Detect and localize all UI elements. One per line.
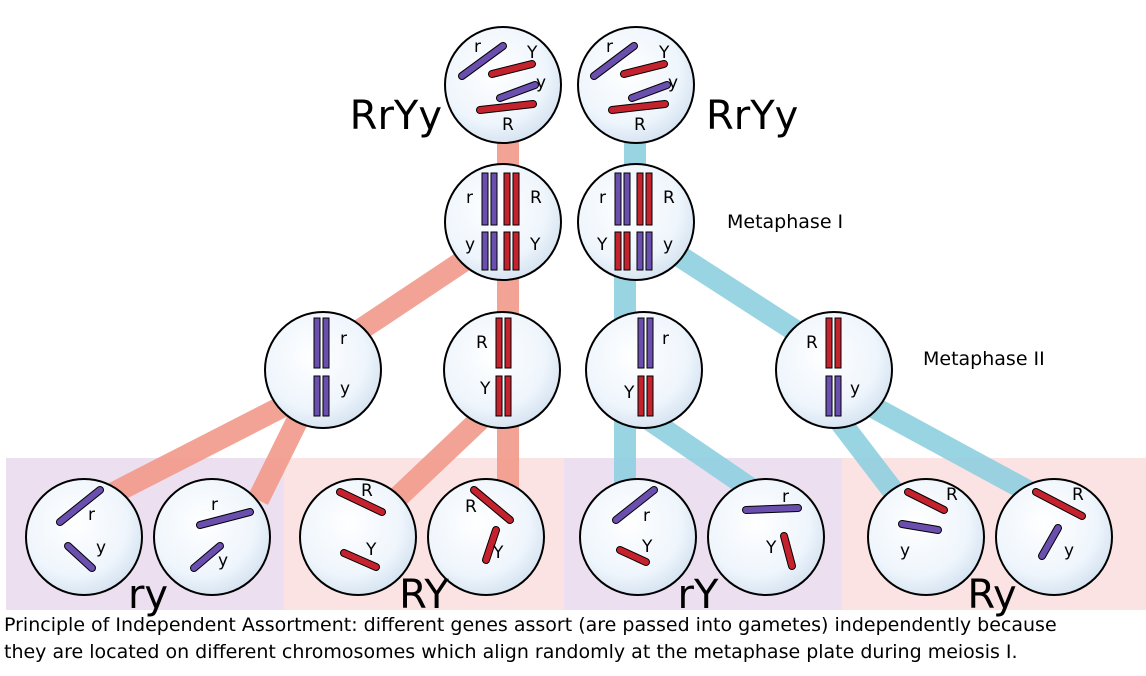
gamete-2-chromosomes xyxy=(190,508,254,572)
m2-rY-chromosomes xyxy=(637,317,654,417)
allele-label: y xyxy=(340,379,350,399)
allele-label: R xyxy=(946,485,958,505)
allele-label: y xyxy=(536,73,546,93)
caption-line-1: Principle of Independent Assortment: dif… xyxy=(4,614,1057,636)
caption: Principle of Independent Assortment: dif… xyxy=(4,612,1146,666)
metaphase-two-cell-rY xyxy=(585,311,703,429)
allele-label: Y xyxy=(658,43,670,63)
gamete-group-label-Ry: Ry xyxy=(967,572,1016,618)
allele-label: Y xyxy=(765,538,777,558)
allele-labels: r Y y R r Y y R r R y Y r R Y y r y R Y … xyxy=(88,37,1084,571)
genotype-labels: RrYy RrYy ry RY rY Ry xyxy=(128,93,1017,618)
gamete-cell-3 xyxy=(299,478,417,596)
m2-RY-chromosomes xyxy=(495,317,512,417)
gamete-5-chromosomes xyxy=(612,486,658,566)
allele-label: r xyxy=(466,188,473,208)
allele-label: y xyxy=(1064,541,1074,561)
allele-label: Y xyxy=(526,43,538,63)
gamete-cell-7 xyxy=(867,478,985,596)
metaphase-one-cell-left xyxy=(444,163,562,281)
allele-label: r xyxy=(340,329,347,349)
allele-label: y xyxy=(218,551,228,571)
allele-label: y xyxy=(465,235,475,255)
allele-label: Y xyxy=(529,235,541,255)
metaphase-two-cell-RY xyxy=(443,311,561,429)
allele-label: Y xyxy=(365,540,377,560)
parent-cell-left xyxy=(444,26,562,144)
allele-label: r xyxy=(662,329,669,349)
parent-cell-right xyxy=(577,26,695,144)
gamete-4-chromosomes xyxy=(470,486,514,564)
allele-label: y xyxy=(96,538,106,558)
path-m2-RY-to-gamete3 xyxy=(387,402,498,508)
gamete-group-label-rY: rY xyxy=(678,572,719,618)
gamete-cell-5 xyxy=(579,478,697,596)
metaphase-one-cell-right xyxy=(577,163,695,281)
allele-label: R xyxy=(530,188,542,208)
path-m2-rY-to-gamete6 xyxy=(643,410,767,505)
allele-label: r xyxy=(782,487,789,507)
lineage-paths xyxy=(94,130,1041,510)
allele-label: R xyxy=(476,333,488,353)
path-m2-Ry-to-gamete8 xyxy=(854,390,1041,505)
allele-label: r xyxy=(599,188,606,208)
m1-left-chromosomes xyxy=(481,172,520,271)
m2-Ry-chromosomes xyxy=(825,317,842,417)
stage-labels: Metaphase I Metaphase II xyxy=(727,211,1045,370)
gamete-cell-4 xyxy=(427,478,545,596)
allele-label: r xyxy=(643,506,650,526)
metaphase-two-cell-ry xyxy=(264,311,382,429)
allele-label: R xyxy=(465,497,477,517)
gamete-3-chromosomes xyxy=(336,488,386,571)
parent-genotype-left: RrYy xyxy=(350,93,442,139)
allele-label: Y xyxy=(479,379,491,399)
chromosomes xyxy=(56,42,1086,572)
allele-label: R xyxy=(1072,485,1084,505)
gamete-cell-2 xyxy=(153,478,271,596)
parent-genotype-right: RrYy xyxy=(706,93,798,139)
m1-right-chromosomes xyxy=(614,172,653,271)
allele-label: y xyxy=(668,73,678,93)
gamete-8-chromosomes xyxy=(1032,488,1086,560)
allele-label: r xyxy=(211,495,218,515)
gamete-group-label-RY: RY xyxy=(399,572,449,618)
gamete-cell-6 xyxy=(707,478,825,596)
allele-label: r xyxy=(474,37,481,57)
path-m2-Ry-to-gamete7 xyxy=(826,408,909,507)
parent-right-chromosomes xyxy=(590,42,671,114)
allele-label: R xyxy=(634,115,646,135)
gamete-cell-1 xyxy=(25,478,143,596)
allele-label: y xyxy=(663,235,673,255)
allele-label: Y xyxy=(623,383,635,403)
gamete-1-chromosomes xyxy=(56,486,104,572)
path-m2-ry-to-gamete1 xyxy=(94,385,311,510)
metaphase-one-label: Metaphase I xyxy=(727,211,843,233)
allele-label: R xyxy=(663,188,675,208)
allele-label: R xyxy=(806,333,818,353)
allele-label: r xyxy=(88,505,95,525)
cells xyxy=(25,26,1113,596)
allele-label: r xyxy=(606,37,613,57)
parent-left-chromosomes xyxy=(458,42,539,114)
gamete-group-label-ry: ry xyxy=(128,572,168,618)
allele-label: y xyxy=(900,541,910,561)
metaphase-two-cell-Ry xyxy=(775,311,893,429)
gamete-6-chromosomes xyxy=(742,504,802,570)
allele-label: y xyxy=(850,379,860,399)
gamete-7-chromosomes xyxy=(898,488,948,534)
allele-label: R xyxy=(502,115,514,135)
allele-label: Y xyxy=(596,235,608,255)
allele-label: Y xyxy=(641,537,653,557)
allele-label: R xyxy=(361,481,373,501)
allele-label: Y xyxy=(492,543,504,563)
m2-ry-chromosomes xyxy=(313,317,330,417)
caption-line-2: they are located on different chromosome… xyxy=(4,641,1018,663)
metaphase-two-label: Metaphase II xyxy=(923,348,1045,370)
